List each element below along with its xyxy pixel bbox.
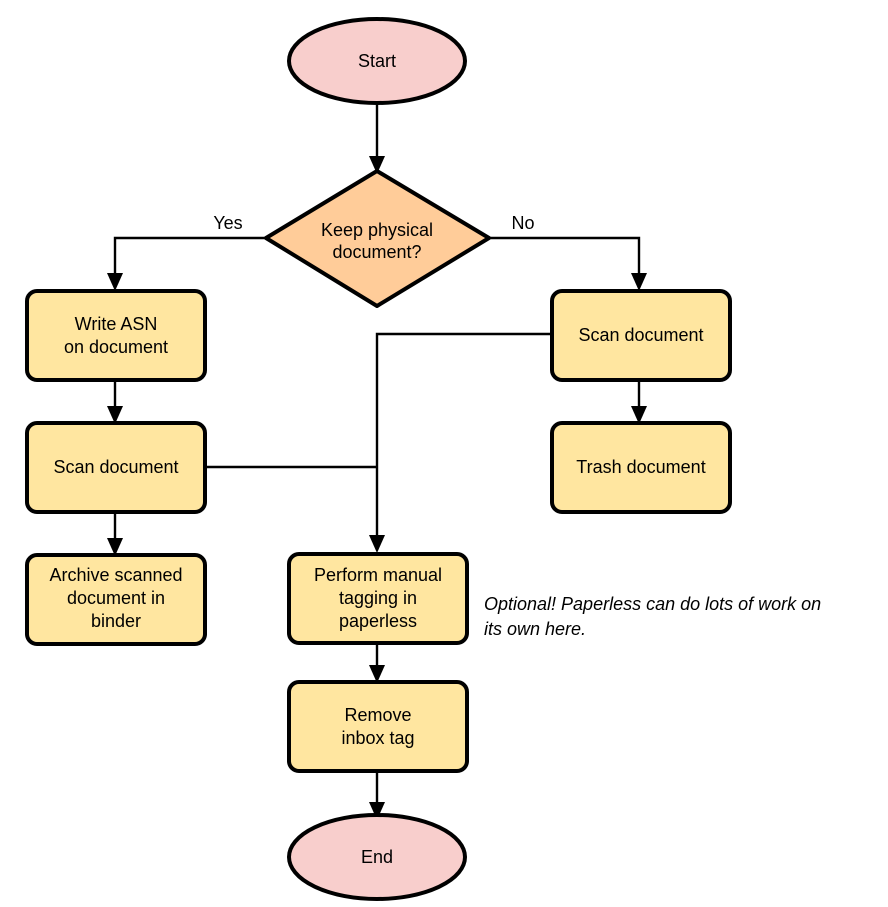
node-write-asn-on-document[interactable]: Write ASN on document <box>25 289 207 382</box>
edge-remove-tag-to-end <box>369 772 385 820</box>
edge-decision-no-to-scan-right <box>490 236 647 291</box>
node-scan-right-shape[interactable] <box>550 289 732 382</box>
node-end-shape[interactable] <box>287 813 467 901</box>
node-decision-label-line1: Keep physical <box>321 220 433 240</box>
node-end[interactable]: End <box>287 813 467 901</box>
arrowhead-icon <box>631 406 647 424</box>
node-scan-document-left[interactable]: Scan document <box>25 421 207 514</box>
node-decision-shape[interactable] <box>264 169 491 308</box>
node-write-asn-label-line2: on document <box>64 337 168 357</box>
node-archive-scanned-document[interactable]: Archive scanned document in binder <box>25 553 207 646</box>
node-write-asn-label-line1: Write ASN <box>75 314 158 334</box>
node-trash-shape[interactable] <box>550 421 732 514</box>
edge-scan-right-to-trash <box>631 380 647 424</box>
node-tagging-label-line3: paperless <box>339 611 417 631</box>
node-decision-keep-physical-document[interactable]: Keep physical document? <box>264 169 491 308</box>
node-remove-inbox-tag[interactable]: Remove inbox tag <box>287 680 469 773</box>
arrowhead-icon <box>369 802 385 820</box>
edge-start-to-decision <box>369 105 385 174</box>
node-start-shape[interactable] <box>287 17 467 105</box>
edge-label-no: No <box>511 213 534 233</box>
annotation-note-line2: its own here. <box>484 619 586 639</box>
node-trash-document[interactable]: Trash document <box>550 421 732 514</box>
edge-scan-left-to-archive <box>107 512 123 556</box>
node-archive-label-line1: Archive scanned <box>49 565 182 585</box>
node-remove-tag-label-line2: inbox tag <box>341 728 414 748</box>
node-scan-right-label: Scan document <box>578 325 703 345</box>
node-archive-label-line2: document in <box>67 588 165 608</box>
edge-decision-yes-to-write-asn <box>107 236 265 291</box>
arrowhead-icon <box>631 273 647 291</box>
node-archive-shape[interactable] <box>25 553 207 646</box>
node-scan-left-label: Scan document <box>53 457 178 477</box>
edge-tagging-to-remove-tag <box>369 643 385 683</box>
node-write-asn-shape[interactable] <box>25 289 207 382</box>
edge-write-asn-to-scan-left <box>107 380 123 424</box>
node-start[interactable]: Start <box>287 17 467 105</box>
node-remove-tag-label-line1: Remove <box>344 705 411 725</box>
node-end-label: End <box>361 847 393 867</box>
arrowhead-icon <box>369 535 385 553</box>
node-tagging-label-line1: Perform manual <box>314 565 442 585</box>
edge-scan-right-to-tagging <box>369 332 552 553</box>
node-perform-manual-tagging[interactable]: Perform manual tagging in paperless <box>287 552 469 645</box>
node-decision-label-line2: document? <box>332 242 421 262</box>
arrowhead-icon <box>369 665 385 683</box>
arrowhead-icon <box>107 538 123 556</box>
edge-label-yes: Yes <box>213 213 242 233</box>
node-trash-label: Trash document <box>576 457 705 477</box>
node-start-label: Start <box>358 51 396 71</box>
node-scan-left-shape[interactable] <box>25 421 207 514</box>
annotation-note: Optional! Paperless can do lots of work … <box>484 594 821 639</box>
arrowhead-icon <box>107 273 123 291</box>
node-archive-label-line3: binder <box>91 611 141 631</box>
arrowhead-icon <box>369 156 385 174</box>
node-tagging-label-line2: tagging in <box>339 588 417 608</box>
node-scan-document-right[interactable]: Scan document <box>550 289 732 382</box>
node-tagging-shape[interactable] <box>287 552 469 645</box>
annotation-note-line1: Optional! Paperless can do lots of work … <box>484 594 821 614</box>
node-remove-tag-shape[interactable] <box>287 680 469 773</box>
arrowhead-icon <box>107 406 123 424</box>
